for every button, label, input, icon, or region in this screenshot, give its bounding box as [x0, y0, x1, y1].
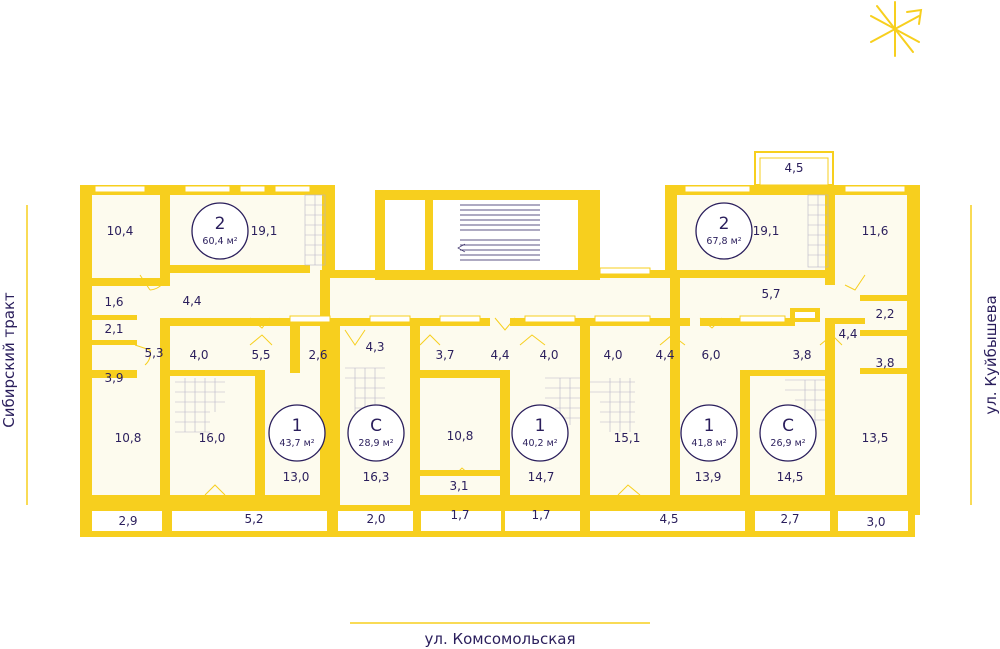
room-area: 2,9 — [118, 514, 137, 528]
room-area: 3,7 — [435, 348, 454, 362]
room-area: 2,1 — [104, 322, 123, 336]
room-area: 19,1 — [753, 224, 780, 238]
room-area: 11,6 — [862, 224, 889, 238]
room-area: 3,8 — [792, 348, 811, 362]
apartment-area: 26,9 м² — [770, 438, 805, 449]
room-area: 2,2 — [875, 307, 894, 321]
street-name-right: ул. Куйбышева — [982, 295, 1000, 414]
street-name-left: Сибирский тракт — [0, 292, 18, 428]
room-area-labels: 10,4 19,1 19,1 11,6 4,5 4,4 5,7 1,6 2,1 … — [104, 161, 894, 529]
room-area: 13,0 — [283, 470, 310, 484]
room-area: 13,5 — [862, 431, 889, 445]
room-area: 3,8 — [875, 356, 894, 370]
room-area: 5,3 — [144, 346, 163, 360]
stairs — [457, 204, 540, 261]
room-area: 10,8 — [447, 429, 474, 443]
apartment-badge[interactable]: 1 43,7 м² — [268, 404, 326, 462]
street-name-bottom: ул. Комсомольская — [424, 630, 575, 648]
room-area: 3,1 — [449, 479, 468, 493]
room-area: 3,0 — [866, 515, 885, 529]
apartment-badge[interactable]: 1 41,8 м² — [680, 404, 738, 462]
bathroom-tiles — [175, 194, 829, 433]
apartment-rooms: 1 — [704, 416, 715, 436]
room-area: 16,3 — [363, 470, 390, 484]
apartment-rooms: 2 — [719, 214, 730, 234]
room-area: 4,4 — [182, 294, 201, 308]
room-area: 1,7 — [531, 508, 550, 522]
apartment-badge[interactable]: С 26,9 м² — [759, 404, 817, 462]
apartment-area: 41,8 м² — [691, 438, 726, 449]
room-area: 4,5 — [784, 161, 803, 175]
room-area: 4,0 — [189, 348, 208, 362]
room-area: 4,4 — [490, 348, 509, 362]
sun-compass-icon — [870, 1, 923, 57]
room-area: 1,7 — [450, 508, 469, 522]
room-area: 5,5 — [251, 348, 270, 362]
room-area: 6,0 — [701, 348, 720, 362]
apartment-area: 28,9 м² — [358, 438, 393, 449]
room-area: 5,2 — [244, 512, 263, 526]
apartment-badge[interactable]: 1 40,2 м² — [511, 404, 569, 462]
room-area: 3,9 — [104, 371, 123, 385]
room-area: 4,3 — [365, 340, 384, 354]
doors — [134, 274, 866, 496]
apartment-badge[interactable]: 2 67,8 м² — [695, 202, 753, 260]
room-area: 10,8 — [115, 431, 142, 445]
room-area: 4,0 — [603, 348, 622, 362]
apartment-rooms: 2 — [215, 214, 226, 234]
apartment-badge[interactable]: 2 60,4 м² — [191, 202, 249, 260]
room-area: 15,1 — [614, 431, 641, 445]
apartment-rooms: 1 — [292, 416, 303, 436]
apartment-area: 40,2 м² — [522, 438, 557, 449]
apartment-area: 60,4 м² — [202, 236, 237, 247]
room-area: 4,0 — [539, 348, 558, 362]
room-area: 1,6 — [104, 295, 123, 309]
room-area: 4,5 — [659, 512, 678, 526]
apartment-area: 43,7 м² — [279, 438, 314, 449]
room-area: 13,9 — [695, 470, 722, 484]
apartment-badge[interactable]: С 28,9 м² — [347, 404, 405, 462]
room-area: 19,1 — [251, 224, 278, 238]
room-area: 5,7 — [761, 287, 780, 301]
apartment-rooms: С — [782, 416, 794, 436]
room-area: 10,4 — [107, 224, 134, 238]
room-area: 4,4 — [655, 348, 674, 362]
windows — [94, 185, 906, 323]
room-area: 14,7 — [528, 470, 555, 484]
room-area: 14,5 — [777, 470, 804, 484]
apartment-rooms: 1 — [535, 416, 546, 436]
room-area: 4,4 — [838, 327, 857, 341]
room-area: 2,0 — [366, 512, 385, 526]
room-area: 2,7 — [780, 512, 799, 526]
room-area: 16,0 — [199, 431, 226, 445]
apartment-area: 67,8 м² — [706, 236, 741, 247]
apartment-rooms: С — [370, 416, 382, 436]
room-area: 2,6 — [308, 348, 327, 362]
